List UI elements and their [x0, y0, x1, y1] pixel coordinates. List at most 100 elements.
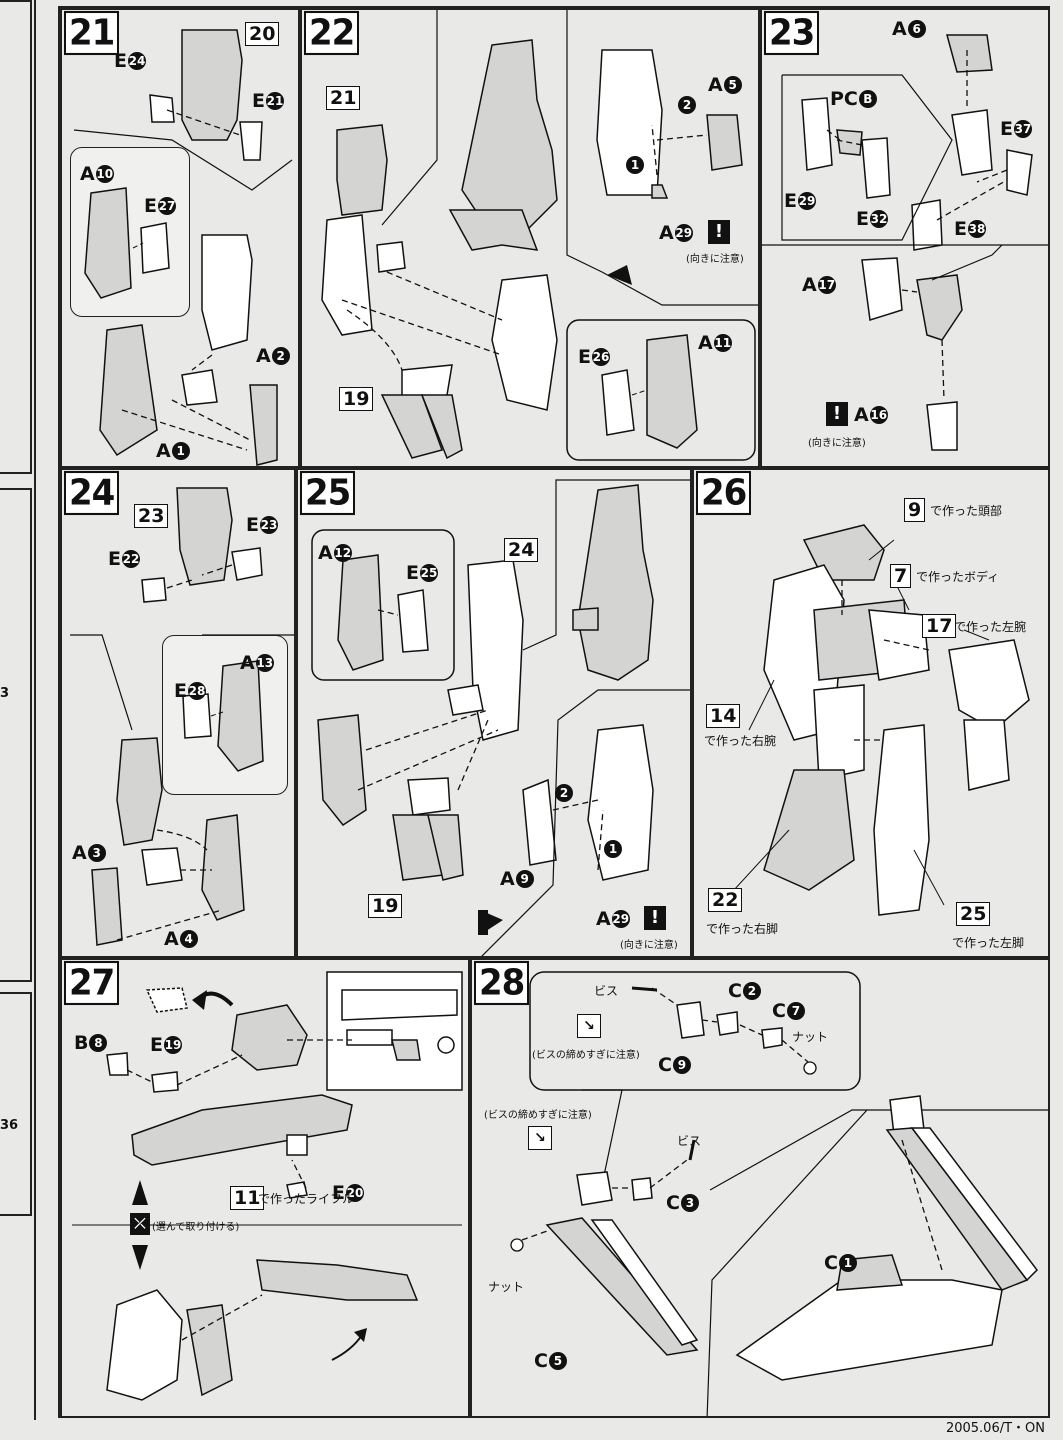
screw-caution-icon: ↘	[577, 1014, 601, 1038]
left-margin-strip: 3 36	[0, 0, 36, 1420]
strip-box-1	[0, 0, 32, 474]
order-badge-2: 2	[554, 782, 573, 804]
ref-text-left-leg: で作った左脚	[952, 936, 1025, 950]
step-22-ref-box-19: 19	[339, 387, 374, 411]
ref-box-rifle: 11	[230, 1186, 265, 1210]
step-25-drawing	[311, 479, 690, 956]
nut-label-top: ナット	[792, 1030, 829, 1044]
strip-box-3	[0, 992, 32, 1216]
order-badge-1: 1	[603, 838, 622, 860]
screw-caution-note-top: (ビスの締めすぎに注意)	[532, 1050, 640, 1061]
strip-box-2	[0, 488, 32, 982]
ref-box-left-arm: 17	[922, 614, 957, 638]
step-27-panel: 27	[60, 958, 470, 1418]
select-icon: ⤫	[130, 1213, 150, 1235]
step-26-drawing	[733, 524, 1030, 916]
ref-text-head: で作った頭部	[930, 504, 1003, 518]
step-28-panel: 28	[470, 958, 1050, 1418]
step-28-number: 28	[474, 960, 530, 1006]
ref-box-body: 7	[890, 564, 912, 588]
step-26-number: 26	[696, 470, 752, 516]
step-25-ref-box-24: 24	[504, 538, 539, 562]
step-22-panel: 22	[300, 8, 760, 468]
ref-box-left-leg: 25	[956, 902, 991, 926]
screw-caution-note-mid: (ビスの締めすぎに注意)	[484, 1110, 592, 1121]
ref-text-right-arm: で作った右腕	[704, 734, 777, 748]
step-27-drawing	[72, 971, 463, 1401]
warning-icon: !	[708, 220, 730, 244]
orientation-caution: (向きに注意)	[620, 940, 678, 951]
ref-text-left-arm: で作った左腕	[954, 620, 1027, 634]
ref-text-body: で作ったボディ	[916, 570, 1000, 584]
screw-label-mid: ビス	[677, 1134, 702, 1148]
order-badge-1: 1	[625, 154, 644, 176]
ref-text-rifle: で作ったライフル	[258, 1192, 355, 1206]
order-badge-2: 2	[677, 94, 696, 116]
step-26-panel: 26 9	[692, 468, 1050, 958]
strip-number-1: 3	[0, 686, 10, 701]
step-25-ref-box-19: 19	[368, 894, 403, 918]
orientation-caution: (向きに注意)	[686, 254, 744, 265]
step-22-ref-box-21: 21	[326, 86, 361, 110]
orientation-caution: (向きに注意)	[808, 438, 866, 449]
warning-icon: !	[826, 402, 848, 426]
nut-label-mid: ナット	[488, 1280, 525, 1294]
step-25-number: 25	[300, 470, 356, 516]
step-21-number: 21	[64, 10, 120, 56]
step-23-panel: 23	[760, 8, 1050, 468]
ref-text-right-leg: で作った右脚	[706, 922, 779, 936]
strip-number-2: 36	[0, 1118, 19, 1133]
ref-box-right-leg: 22	[708, 888, 743, 912]
step-21-detail-bubble	[70, 147, 190, 317]
step-23-drawing	[762, 34, 1048, 451]
screw-caution-icon: ↘	[528, 1126, 552, 1150]
ref-box-head: 9	[904, 498, 926, 522]
screw-label-top: ビス	[594, 984, 619, 998]
step-21-drawing	[73, 29, 293, 466]
step-27-number: 27	[64, 960, 120, 1006]
step-24-ref-box: 23	[134, 504, 169, 528]
footer-code: 2005.06/T・ON	[945, 1421, 1045, 1436]
step-23-number: 23	[764, 10, 820, 56]
step-22-number: 22	[304, 10, 360, 56]
step-22-drawing	[321, 10, 758, 461]
step-24-number: 24	[64, 470, 120, 516]
step-28-drawing	[510, 971, 1048, 1416]
choose-note: (選んで取り付ける)	[152, 1222, 240, 1233]
ref-box-right-arm: 14	[706, 704, 741, 728]
